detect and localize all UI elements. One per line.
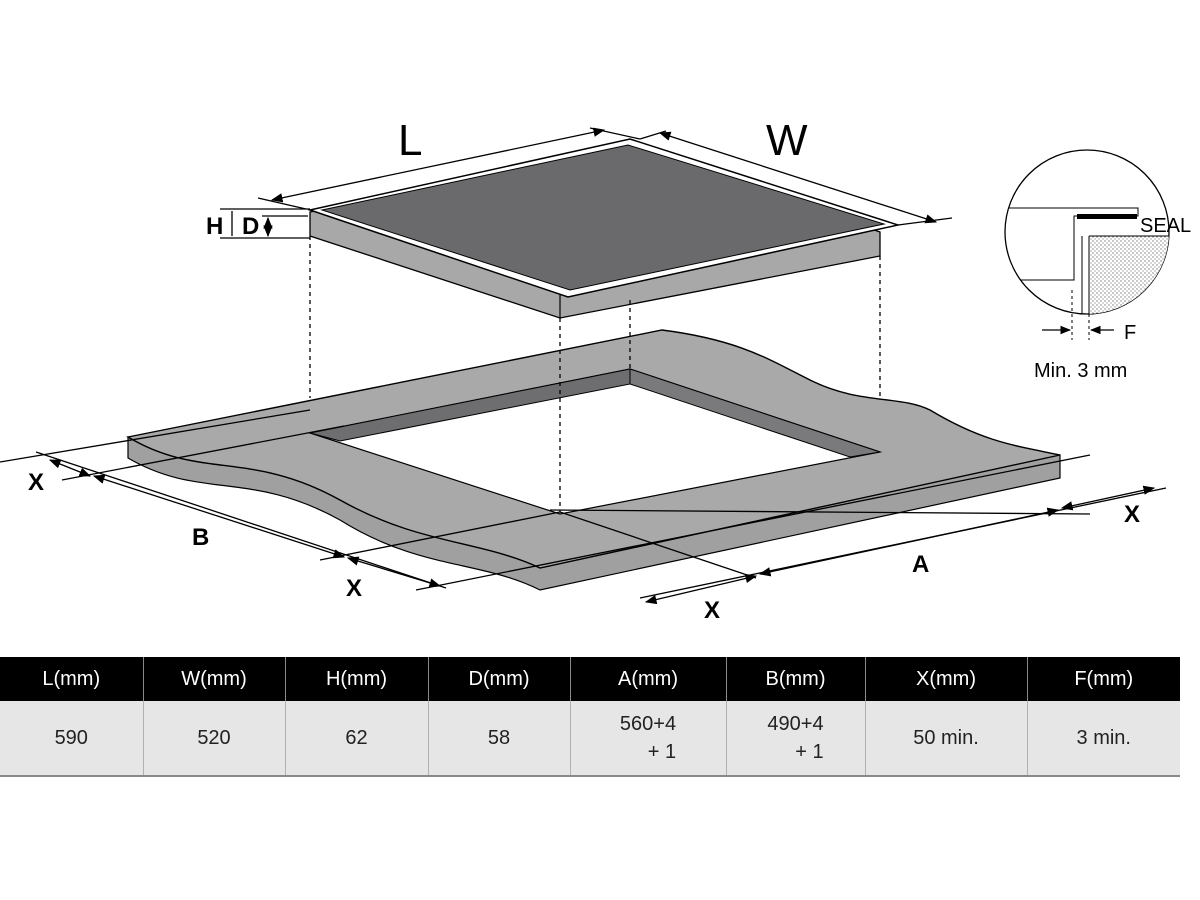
cell-A: 560+4+ 1 [569,701,726,777]
label-W: W [766,116,808,165]
label-min-gap: Min. 3 mm [1034,360,1127,382]
table-header-row: L(mm) W(mm) H(mm) D(mm) A(mm) B(mm) X(mm… [0,657,1180,701]
cell-X: 50 min. [864,701,1027,777]
header-H: H(mm) [284,657,428,701]
dimensions-table: L(mm) W(mm) H(mm) D(mm) A(mm) B(mm) X(mm… [0,657,1180,777]
cell-F: 3 min. [1026,701,1180,777]
cell-D: 58 [427,701,570,777]
label-D: D [242,213,259,240]
hob-installation-diagram: L W H D X B X X A X SEAL F Min. 3 mm [0,116,1191,624]
cell-B: 490+4+ 1 [725,701,865,777]
header-F: F(mm) [1026,657,1180,701]
hob [307,138,901,319]
cell-L: 590 [0,701,143,777]
label-A: A [912,551,929,578]
label-X-left: X [28,469,44,496]
label-B: B [192,524,209,551]
label-F: F [1124,322,1136,344]
label-seal: SEAL [1140,215,1191,237]
label-X-right: X [1124,501,1140,528]
header-L: L(mm) [0,657,143,701]
header-X: X(mm) [864,657,1027,701]
header-B: B(mm) [725,657,865,701]
header-A: A(mm) [569,657,726,701]
projection-lines [309,236,881,512]
table-row: 590 520 62 58 560+4+ 1 490+4+ 1 50 min. … [0,701,1180,777]
cell-H: 62 [284,701,428,777]
cutout-inner-wall-right [629,368,881,458]
label-X-front-left: X [346,575,362,602]
seal-strip [1077,214,1137,219]
seal-detail [1004,149,1170,340]
dimension-lines [0,127,1167,605]
header-W: W(mm) [142,657,285,701]
countertop [126,329,1061,591]
label-H: H [206,213,223,240]
cell-W: 520 [142,701,285,777]
label-L: L [398,116,422,165]
label-X-front-right: X [704,597,720,624]
header-D: D(mm) [427,657,570,701]
